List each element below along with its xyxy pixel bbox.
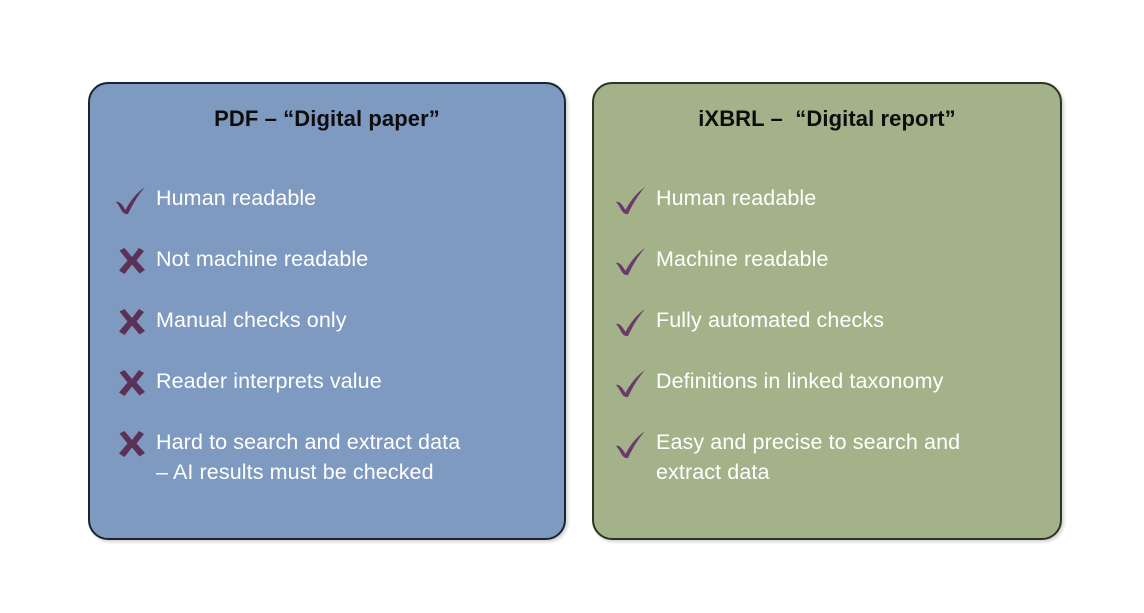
card-ixbrl: iXBRL – “Digital report” Human readable … xyxy=(592,82,1062,540)
list-item: Reader interprets value xyxy=(90,365,564,400)
list-item-label: Human readable xyxy=(656,186,817,210)
card-ixbrl-list: Human readable Machine readable Fully au… xyxy=(594,182,1060,513)
list-item: Hard to search and extract data – AI res… xyxy=(90,426,564,487)
list-item: Machine readable xyxy=(594,243,1060,278)
list-item-label: Reader interprets value xyxy=(156,369,382,393)
list-item-label: Human readable xyxy=(156,186,317,210)
list-item: Human readable xyxy=(90,182,564,217)
check-icon xyxy=(612,366,652,400)
check-icon xyxy=(612,183,652,217)
list-item-label: Not machine readable xyxy=(156,247,369,271)
check-icon xyxy=(112,183,152,217)
list-item-label: Hard to search and extract data – AI res… xyxy=(156,430,461,484)
cross-icon xyxy=(112,244,152,278)
cross-icon xyxy=(112,427,152,461)
card-pdf-title: PDF – “Digital paper” xyxy=(214,106,440,131)
cross-icon xyxy=(112,366,152,400)
card-ixbrl-title: iXBRL – “Digital report” xyxy=(698,106,956,131)
check-icon xyxy=(612,427,652,461)
list-item: Manual checks only xyxy=(90,304,564,339)
check-icon xyxy=(612,244,652,278)
list-item-label: Machine readable xyxy=(656,247,829,271)
list-item: Easy and precise to search and extract d… xyxy=(594,426,1060,487)
card-pdf-list: Human readable Not machine readable Manu… xyxy=(90,182,564,513)
list-item: Fully automated checks xyxy=(594,304,1060,339)
list-item: Definitions in linked taxonomy xyxy=(594,365,1060,400)
list-item: Human readable xyxy=(594,182,1060,217)
list-item-label: Definitions in linked taxonomy xyxy=(656,369,944,393)
list-item-label: Fully automated checks xyxy=(656,308,885,332)
card-pdf: PDF – “Digital paper” Human readable Not… xyxy=(88,82,566,540)
cross-icon xyxy=(112,305,152,339)
check-icon xyxy=(612,305,652,339)
list-item: Not machine readable xyxy=(90,243,564,278)
list-item-label: Manual checks only xyxy=(156,308,347,332)
list-item-label: Easy and precise to search and extract d… xyxy=(656,430,961,484)
